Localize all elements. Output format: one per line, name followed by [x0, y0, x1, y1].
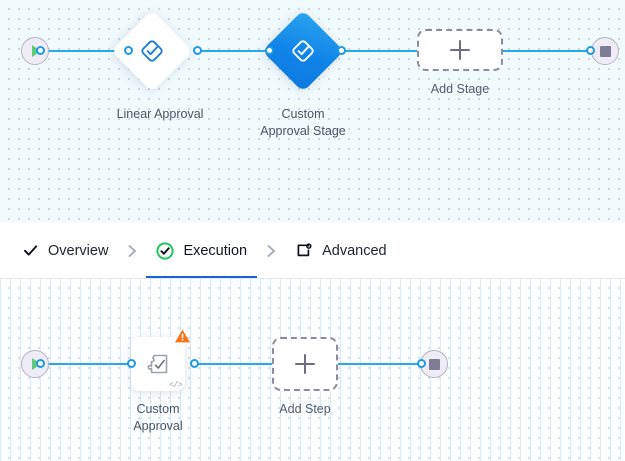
check-circle-icon	[156, 241, 175, 260]
edge-start-to-linear	[40, 50, 128, 52]
stop-icon	[428, 358, 440, 370]
section-tabs: Overview Execution	[0, 222, 625, 279]
warning-triangle-icon	[174, 328, 191, 344]
tab-advanced-label: Advanced	[322, 242, 387, 259]
edge-add-to-end	[503, 50, 589, 52]
port-custom-out[interactable]	[337, 46, 346, 55]
stage-node-custom-approval[interactable]	[261, 9, 345, 93]
edge-linear-to-custom	[197, 50, 269, 52]
stage-canvas[interactable]: Linear Approval Custom Approval Stage Ad…	[0, 0, 625, 222]
stage-label-custom-approval: Custom Approval Stage	[260, 107, 346, 138]
stop-icon	[599, 45, 611, 57]
plus-icon	[450, 40, 470, 60]
approval-diamond-icon	[139, 38, 165, 64]
step-port-start-out[interactable]	[36, 359, 45, 368]
tab-overview-label: Overview	[48, 242, 109, 259]
step-label-custom-approval: Custom Approval	[133, 402, 183, 433]
add-step-button[interactable]	[272, 337, 338, 391]
tab-execution[interactable]: Execution	[146, 222, 257, 279]
window-gear-icon	[295, 242, 313, 260]
tab-execution-label: Execution	[183, 242, 248, 259]
add-stage-button[interactable]	[417, 29, 503, 71]
step-edge-start-to-custom	[40, 363, 132, 365]
plus-icon	[295, 354, 315, 374]
step-port-end-in[interactable]	[417, 359, 426, 368]
step-port-custom-out[interactable]	[190, 359, 199, 368]
stage-end-node[interactable]	[591, 37, 619, 65]
port-end-in[interactable]	[586, 46, 595, 55]
add-step-label: Add Step	[279, 402, 331, 416]
check-icon	[22, 242, 39, 259]
port-linear-out[interactable]	[193, 46, 202, 55]
port-linear-in[interactable]	[124, 46, 133, 55]
step-canvas[interactable]: </> Custom Approval Add Step	[0, 279, 625, 461]
approval-diamond-icon	[290, 38, 316, 64]
stage-node-linear-approval[interactable]	[110, 9, 194, 93]
step-edge-custom-to-add	[194, 363, 272, 365]
tab-advanced[interactable]: Advanced	[291, 222, 391, 279]
chevron-right-icon	[251, 222, 291, 279]
port-start-out[interactable]	[36, 46, 45, 55]
add-stage-label: Add Stage	[430, 82, 490, 96]
chevron-right-icon	[112, 222, 152, 279]
puzzle-check-icon	[144, 350, 172, 378]
tab-overview[interactable]: Overview	[18, 222, 112, 279]
step-port-custom-in[interactable]	[127, 359, 136, 368]
port-custom-in[interactable]	[265, 46, 274, 55]
step-edge-add-to-end	[338, 363, 420, 365]
edge-custom-to-add	[341, 50, 417, 52]
stage-label-linear-approval: Linear Approval	[116, 107, 204, 121]
step-node-custom-approval[interactable]: </>	[131, 329, 190, 391]
code-badge-icon: </>	[169, 381, 182, 390]
